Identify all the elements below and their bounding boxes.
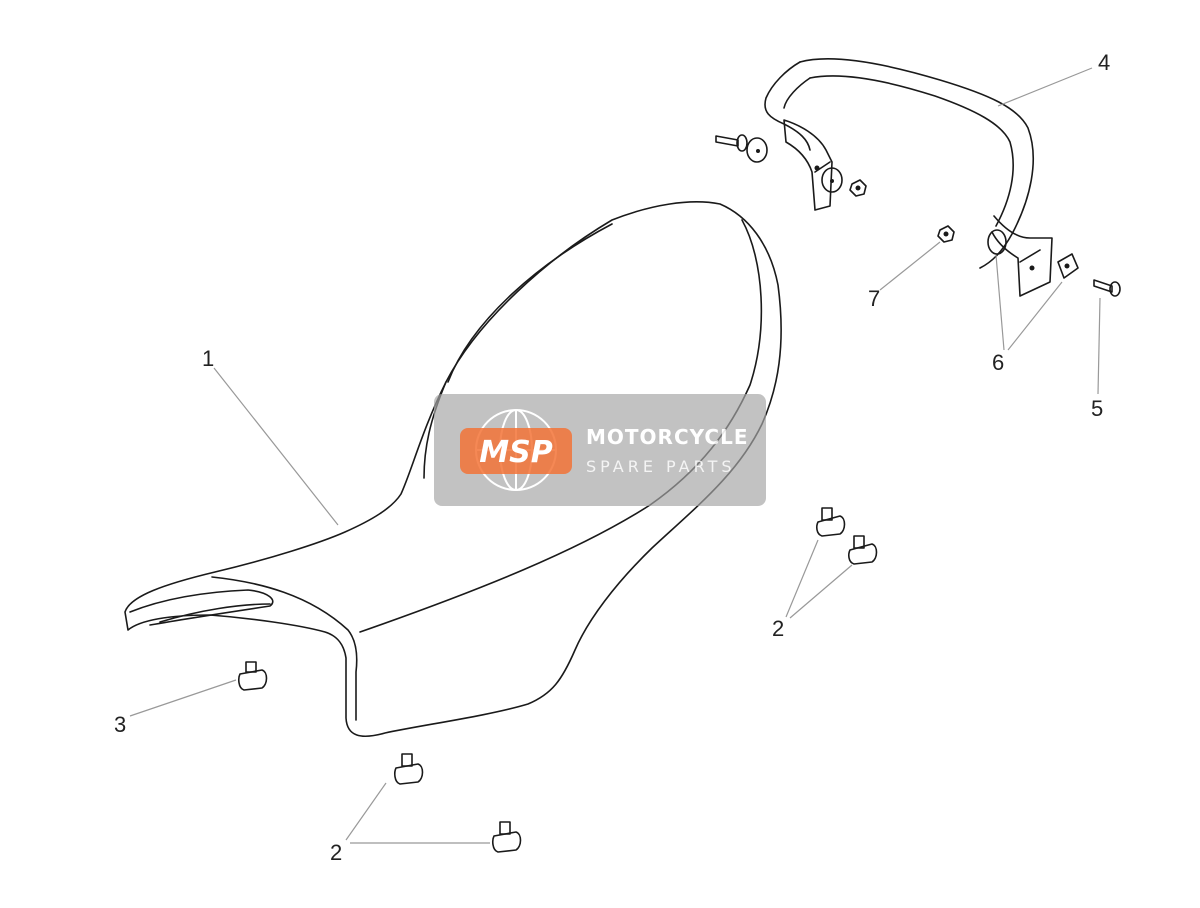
buffer-3 [238, 661, 268, 691]
washer-mid [821, 167, 843, 193]
watermark-title: MOTORCYCLE [586, 425, 748, 449]
nut-lower [937, 225, 955, 243]
grab-rail [764, 58, 1053, 297]
washer-left [746, 137, 768, 163]
callout-2-rear: 2 [772, 616, 784, 641]
buffer-2-front-lower [492, 821, 522, 853]
watermark: MSP MOTORCYCLE SPARE PARTS [434, 394, 766, 506]
callout-2-front: 2 [330, 840, 342, 865]
callout-5: 5 [1091, 396, 1103, 421]
callout-3: 3 [114, 712, 126, 737]
washer-right-2 [1057, 253, 1079, 279]
callouts: 1 2 2 3 4 5 6 7 [114, 50, 1110, 865]
leader-lines [129, 67, 1101, 844]
callout-4: 4 [1098, 50, 1110, 75]
callout-7: 7 [868, 286, 880, 311]
nut-upper [849, 179, 867, 197]
logo-badge [460, 428, 572, 474]
callout-6: 6 [992, 350, 1004, 375]
bolt-upper [715, 134, 748, 152]
callout-1: 1 [202, 346, 214, 371]
buffer-2-rear-right [848, 535, 878, 565]
buffer-2-rear-left [816, 507, 846, 537]
bolt-lower [1093, 279, 1121, 297]
watermark-subtitle: SPARE PARTS [586, 457, 736, 476]
buffer-2-front-upper [394, 753, 424, 785]
logo-text: MSP [479, 435, 552, 470]
washer-right-1 [987, 229, 1007, 255]
